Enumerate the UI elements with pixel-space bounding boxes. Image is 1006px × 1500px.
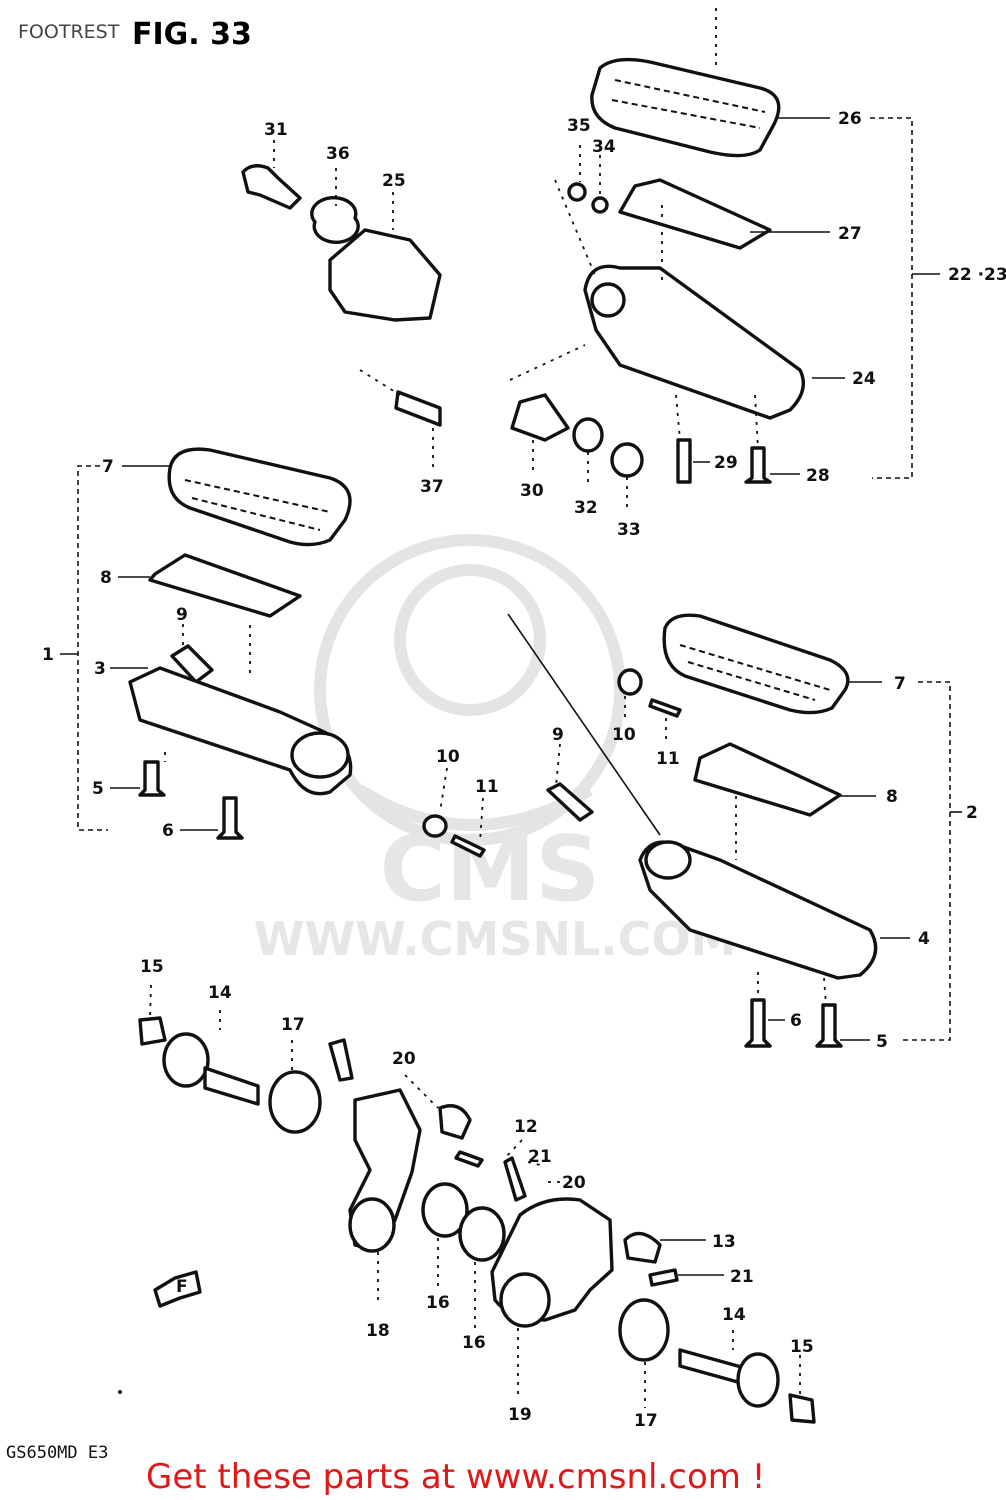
part-label-4: 4 <box>918 929 930 949</box>
part-label-22-23: 22 ·23 <box>948 265 1006 285</box>
part-label-17-left: 17 <box>281 1015 305 1035</box>
section-label: FOOTREST <box>18 21 120 43</box>
part-label-16-b: 16 <box>462 1333 486 1353</box>
part-label-33: 33 <box>617 520 641 540</box>
part-label-21-a: 21 <box>528 1147 552 1167</box>
part-label-16-a: 16 <box>426 1293 450 1313</box>
part-label-17-right: 17 <box>634 1411 658 1431</box>
part-label-7-left: 7 <box>102 457 114 477</box>
part-label-13: 13 <box>712 1232 736 1252</box>
part-label-34: 34 <box>592 137 616 157</box>
part-label-37: 37 <box>420 477 444 497</box>
part-label-14-right: 14 <box>722 1305 746 1325</box>
part-label-7-right: 7 <box>894 674 906 694</box>
part-label-18: 18 <box>366 1321 390 1341</box>
part-label-20-b: 20 <box>562 1173 586 1193</box>
watermark: CMS WWW.CMSNL.COM <box>254 534 737 966</box>
part-label-5-right: 5 <box>876 1032 888 1052</box>
part-labels: 31 36 25 37 35 34 26 27 22 ·23 24 29 28 … <box>42 109 1006 1431</box>
direction-arrow-label: F <box>176 1277 188 1297</box>
pivot-pin-and-clip <box>422 668 682 858</box>
watermark-url: WWW.CMSNL.COM <box>254 912 737 966</box>
part-label-15-left: 15 <box>140 957 164 977</box>
part-label-36: 36 <box>326 144 350 164</box>
part-label-30: 30 <box>520 481 544 501</box>
part-label-29: 29 <box>714 453 738 473</box>
part-label-21-b: 21 <box>730 1267 754 1287</box>
rear-footrest-bracket <box>241 140 442 470</box>
part-label-14-left: 14 <box>208 983 232 1003</box>
part-label-8-right: 8 <box>886 787 898 807</box>
part-label-20-a: 20 <box>392 1049 416 1069</box>
part-label-9-left: 9 <box>176 605 188 625</box>
part-label-28: 28 <box>806 466 830 486</box>
part-label-31: 31 <box>264 120 288 140</box>
model-code: GS650MD E3 <box>6 1443 108 1463</box>
part-label-24: 24 <box>852 369 876 389</box>
front-footrest-assembly-left <box>60 447 353 840</box>
part-label-35: 35 <box>567 116 591 136</box>
part-label-8-left: 8 <box>100 568 112 588</box>
part-label-27: 27 <box>838 224 862 244</box>
part-label-6-right: 6 <box>790 1011 802 1031</box>
part-label-2: 2 <box>966 803 978 823</box>
part-label-26: 26 <box>838 109 862 129</box>
part-label-10-mid: 10 <box>436 747 460 767</box>
rear-footrest-assembly-right <box>509 57 940 510</box>
part-label-11-mid: 11 <box>475 777 499 797</box>
part-label-15-right: 15 <box>790 1337 814 1357</box>
part-label-5-left: 5 <box>92 779 104 799</box>
part-label-12: 12 <box>514 1117 538 1137</box>
part-label-3: 3 <box>94 659 106 679</box>
shift-linkage-assembly: F <box>138 984 816 1424</box>
part-label-11-right: 11 <box>656 749 680 769</box>
part-label-9-mid: 9 <box>552 725 564 745</box>
part-label-10-right: 10 <box>612 725 636 745</box>
part-label-6-left: 6 <box>162 821 174 841</box>
part-label-32: 32 <box>574 498 598 518</box>
part-label-1: 1 <box>42 645 54 665</box>
watermark-logo: CMS <box>380 817 600 922</box>
front-footrest-assembly-right <box>507 613 962 1048</box>
footer-promo-link[interactable]: Get these parts at www.cmsnl.com ! <box>146 1457 765 1497</box>
part-label-19: 19 <box>508 1405 532 1425</box>
part-label-25: 25 <box>382 171 406 191</box>
figure-title: FIG. 33 <box>132 17 252 52</box>
